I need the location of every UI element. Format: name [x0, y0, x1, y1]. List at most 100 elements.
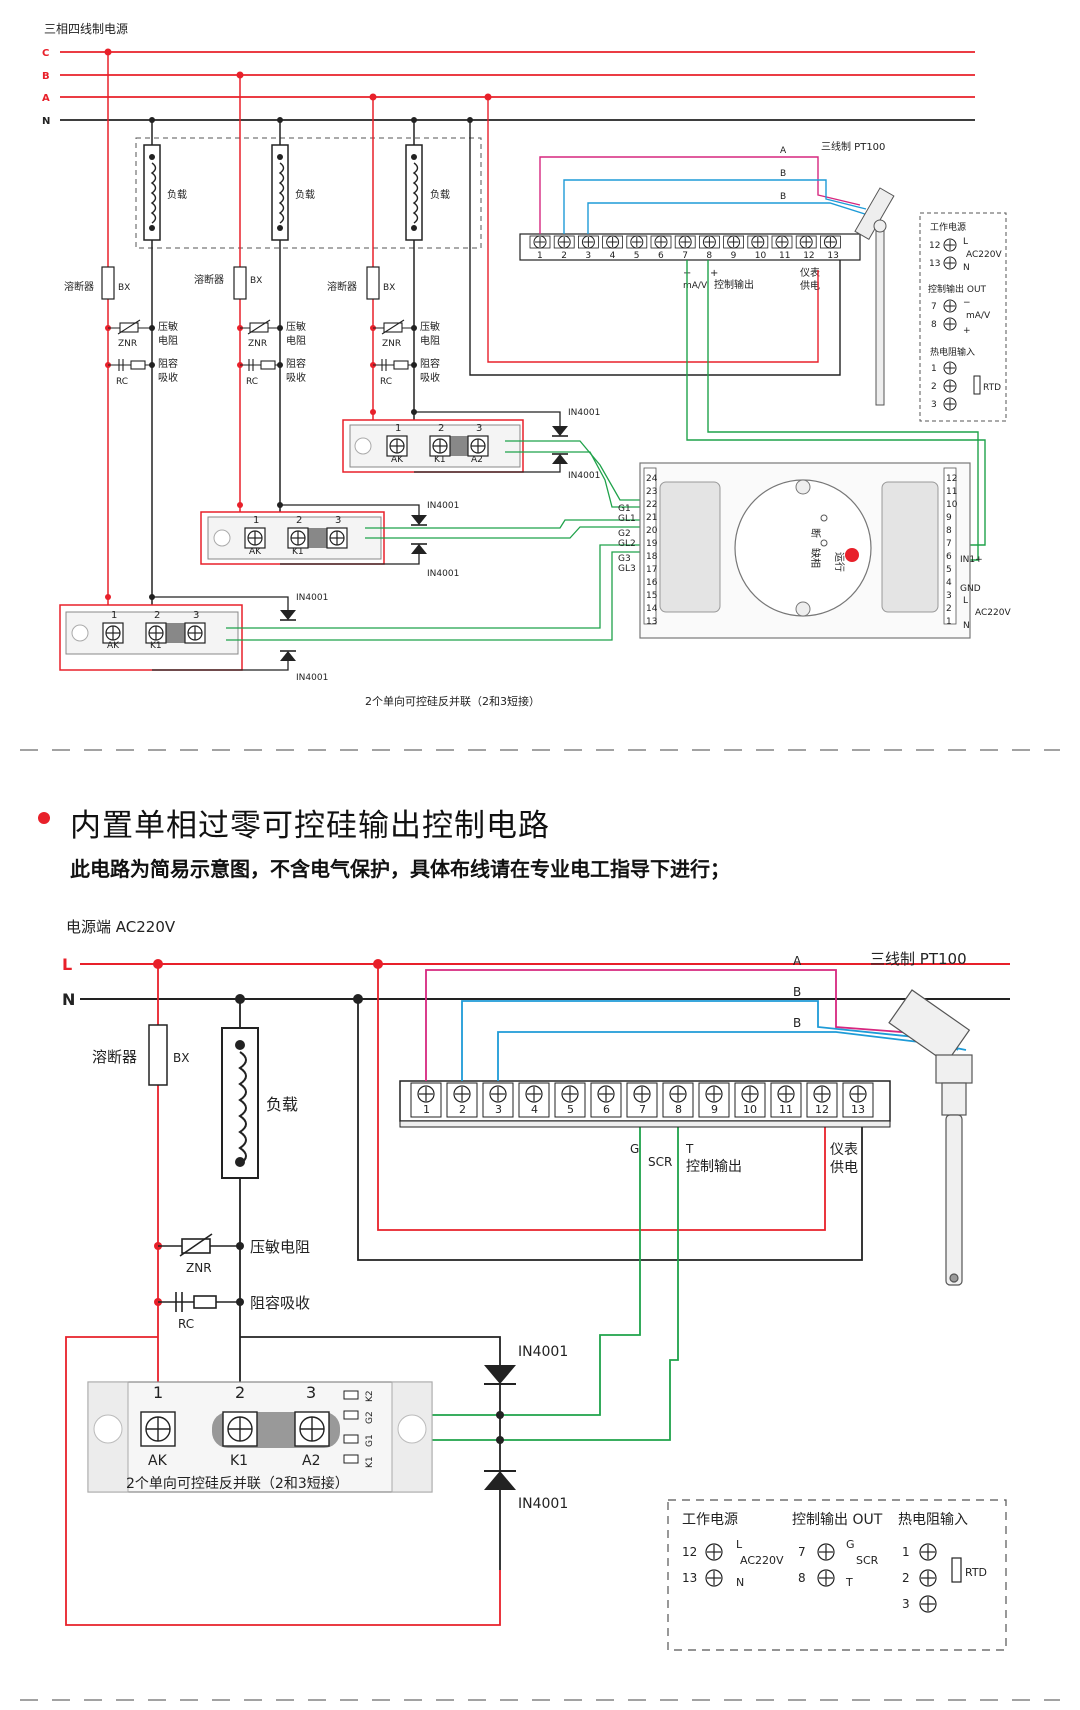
top-terminal-3: 3: [578, 235, 599, 261]
top-legend-ctrl-pin-7: 7: [931, 302, 937, 312]
load-group-box: [135, 137, 482, 249]
trigger-in1: IN1+: [960, 555, 983, 565]
gate-g1: G1: [618, 504, 631, 514]
varistor-code-1: ZNR: [118, 339, 137, 349]
bottom-legend-ctrl-title: 控制输出 OUT: [792, 1512, 883, 1528]
rc-label-1: 阻容: [158, 357, 178, 370]
trigger-right-num-3: 3: [946, 591, 952, 601]
scr-pin-k1: K1: [230, 1453, 248, 1469]
top-terminal-label: 9: [731, 251, 737, 261]
svg-text:1: 1: [253, 515, 259, 526]
trigger-left-num-15: 15: [646, 591, 657, 601]
bottom-terminal-12: 12: [806, 1082, 838, 1118]
varistor-label-1b: 电阻: [158, 334, 178, 347]
bottom-ctrl-g: G: [630, 1142, 639, 1156]
load-coil-2: [271, 144, 289, 241]
rc-label-3b: 吸收: [420, 371, 440, 384]
bottom-diode-label-bottom: IN4001: [518, 1496, 568, 1512]
rc-label-2: 阻容: [286, 357, 306, 370]
bottom-rc-code: RC: [178, 1317, 194, 1331]
heading-bullet-icon: [38, 812, 50, 824]
svg-text:1: 1: [111, 610, 117, 621]
top-terminal-label: 6: [658, 251, 664, 261]
trigger-left-num-17: 17: [646, 565, 657, 575]
svg-text:3: 3: [476, 423, 482, 434]
top-legend-power-n: N: [963, 263, 970, 273]
trigger-left-num-20: 20: [646, 526, 658, 536]
top-legend-rtd-pin-3: 3: [931, 400, 937, 410]
bottom-terminal-label: 2: [459, 1103, 466, 1116]
trigger-right-num-9: 9: [946, 513, 952, 523]
svg-text:2: 2: [154, 610, 160, 621]
rc-code-2: RC: [246, 377, 258, 387]
svg-text:K1: K1: [292, 547, 304, 557]
svg-text:3: 3: [193, 610, 199, 621]
top-terminal-label: 5: [634, 251, 640, 261]
top-terminal-4: 4: [602, 235, 623, 261]
bottom-terminal-label: 9: [711, 1103, 718, 1116]
trigger-right-num-7: 7: [946, 539, 952, 549]
trigger-right-num-4: 4: [946, 578, 952, 588]
trigger-left-num-13: 13: [646, 617, 657, 627]
trigger-ac: AC220V: [975, 608, 1011, 618]
trigger-right-num-5: 5: [946, 565, 952, 575]
top-legend-ctrl-title: 控制输出 OUT: [928, 283, 987, 295]
bottom-legend-power-pin-13: 13: [682, 1571, 697, 1585]
top-terminal-9: 9: [723, 235, 744, 261]
fuse-code-2: BX: [250, 276, 262, 286]
varistor-rc-network: [108, 319, 414, 371]
bottom-legend-rtd-pin-2: 2: [902, 1571, 910, 1585]
trigger-left-num-14: 14: [646, 604, 658, 614]
bottom-terminal-4: 4: [518, 1082, 550, 1118]
top-terminal-1: 1: [529, 235, 551, 261]
diode-label-6: IN4001: [296, 673, 328, 683]
top-wire-b1: B: [780, 169, 786, 179]
top-terminal-label: 4: [610, 251, 616, 261]
varistor-label-2b: 电阻: [286, 334, 306, 347]
bottom-terminal-5: 5: [554, 1082, 586, 1118]
scr-pin-a2: A2: [302, 1453, 320, 1469]
svg-text:3: 3: [335, 515, 341, 526]
bottom-terminal-label: 3: [495, 1103, 502, 1116]
top-ctrl-out: 控制输出: [714, 278, 754, 291]
bottom-ctrl-out: 控制输出: [686, 1159, 742, 1175]
top-legend-ctrl-mav: mA/V: [966, 311, 991, 321]
top-legend-power-pin-13: 13: [929, 259, 940, 269]
scr-num-1: 1: [153, 1383, 163, 1402]
svg-text:AK: AK: [391, 455, 404, 465]
load-coil-3: [405, 144, 423, 241]
top-terminal-11: 11: [771, 235, 793, 261]
bottom-varistor-code: ZNR: [186, 1261, 212, 1275]
fuse-label-1: 溶断器: [64, 280, 94, 293]
bottom-terminal-10: 10: [734, 1082, 766, 1118]
top-ctrl-mav: mA/V: [683, 281, 708, 291]
svg-text:K1: K1: [434, 455, 446, 465]
bottom-ctrl-scr: SCR: [648, 1155, 672, 1169]
bottom-ctrl-power-1: 仪表: [830, 1142, 858, 1158]
trigger-left-num-24: 24: [646, 474, 658, 484]
bottom-fuse-label: 溶断器: [92, 1048, 137, 1066]
top-legend-ctrl-pin-8: 8: [931, 320, 937, 330]
top-terminal-label: 10: [755, 251, 767, 261]
svg-text:AK: AK: [249, 547, 262, 557]
scr-side-g2: G2: [365, 1411, 375, 1424]
top-terminal-2: 2: [553, 235, 575, 261]
bottom-diode-bottom: [484, 1384, 516, 1570]
top-terminal-label: 2: [561, 251, 567, 261]
trigger-lamp-1: 断: [809, 528, 822, 538]
top-caption: 2个单向可控硅反并联（2和3短接）: [365, 694, 540, 708]
bottom-diode-top: [484, 1365, 516, 1385]
bottom-terminal-2: 2: [446, 1082, 478, 1118]
trigger-left-num-23: 23: [646, 487, 657, 497]
top-terminal-10: 10: [747, 235, 769, 261]
trigger-right-num-2: 2: [946, 604, 952, 614]
single-phase-wiring-diagram: 电源端 AC220V L N 溶断器 BX 负载: [20, 918, 1060, 1701]
bottom-pt100-wires: [425, 969, 967, 1081]
bottom-terminal-label: 4: [531, 1103, 538, 1116]
top-legend-power-l: L: [963, 237, 968, 247]
diode-label-1: IN4001: [568, 408, 600, 418]
